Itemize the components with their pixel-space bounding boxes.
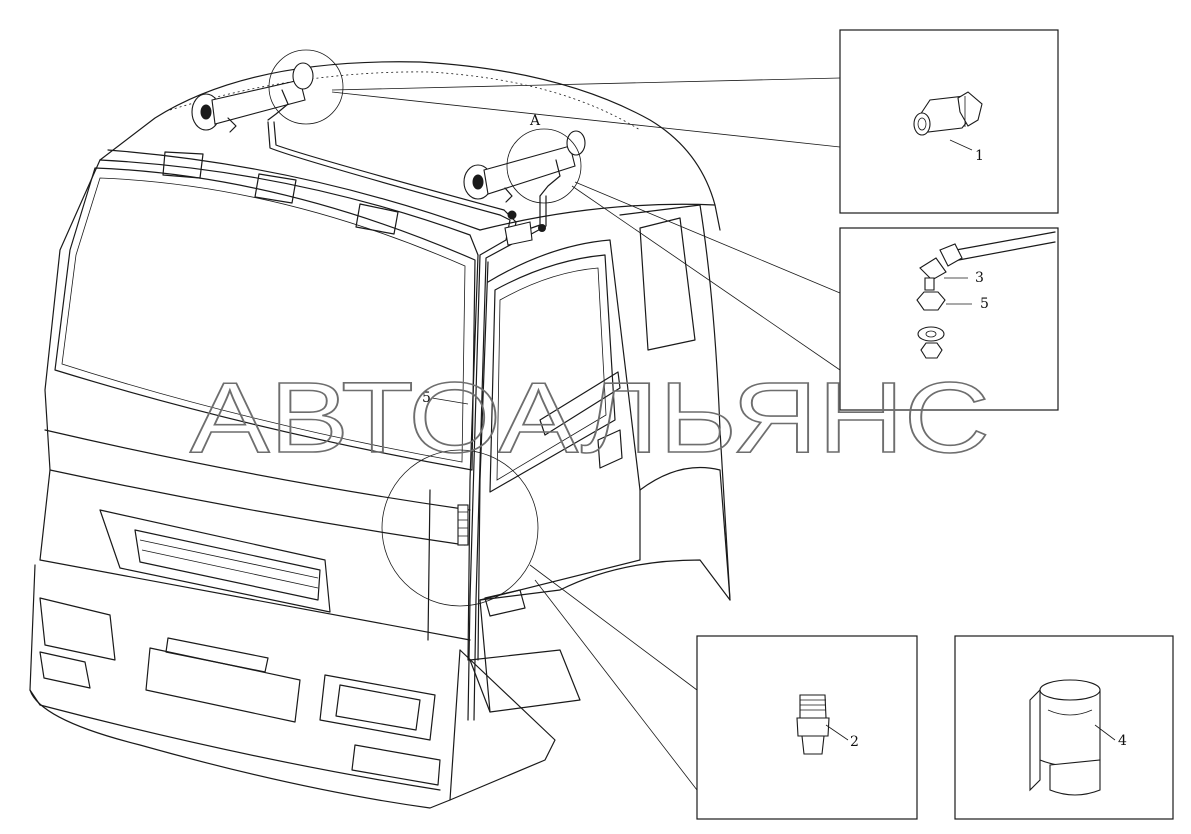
callout-5-cab: 5 (422, 390, 431, 406)
detail-box-connector-stack (839, 227, 1059, 411)
detail-circle-top-left (268, 49, 344, 125)
detail-circle-a (506, 128, 582, 204)
air-line-hose (267, 121, 547, 721)
callout-5-box: 5 (980, 296, 989, 312)
view-label-a: A (529, 113, 541, 129)
horn-assembly-right (463, 130, 586, 203)
detail-circle-lower (381, 449, 539, 607)
callout-4: 4 (1118, 733, 1127, 749)
detail-box-hose-clip (954, 635, 1174, 820)
detail-box-fitting-2 (696, 635, 918, 820)
leader-lines (331, 77, 841, 791)
callout-1: 1 (975, 148, 984, 164)
callout-3: 3 (975, 270, 984, 286)
truck-cab-drawing (29, 61, 731, 809)
horn-assembly-left (191, 62, 314, 133)
detail-box-fitting-1 (839, 29, 1059, 214)
watermark-text: АВТОАЛЬЯНС (190, 362, 990, 474)
callout-2: 2 (850, 734, 859, 750)
callout-5-leader (431, 397, 469, 405)
